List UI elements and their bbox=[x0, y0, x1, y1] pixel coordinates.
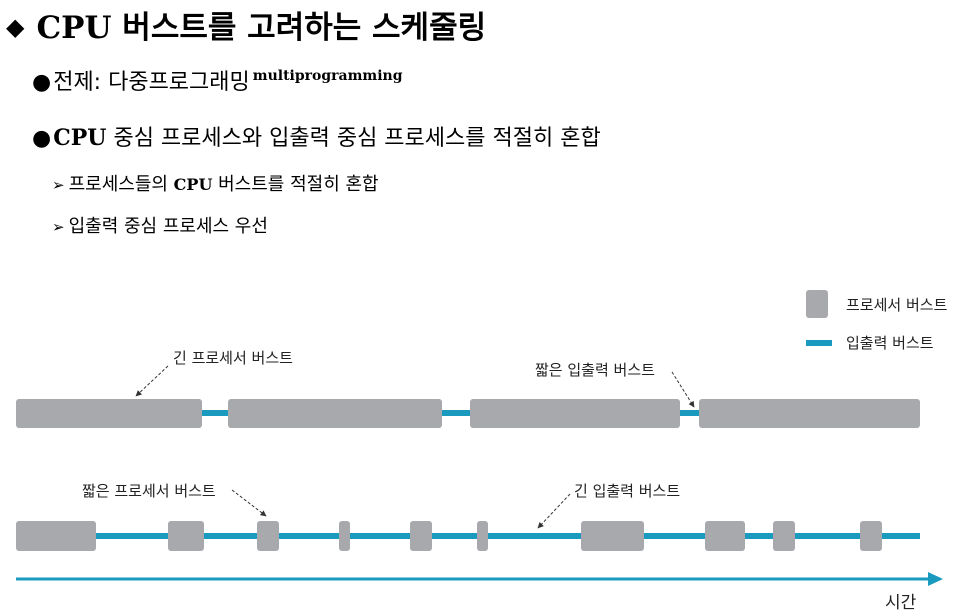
timeline-cpu-bound bbox=[16, 399, 920, 428]
mix-text: 중심 프로세스와 입출력 중심 프로세스를 적절히 혼합 bbox=[113, 126, 601, 151]
legend-process-label: 프로세서 버스트 bbox=[846, 296, 948, 314]
time-arrow-icon bbox=[928, 572, 943, 586]
io-line bbox=[16, 410, 920, 416]
legend-io-swatch bbox=[806, 340, 832, 346]
io-line bbox=[16, 533, 920, 539]
title-cpu: CPU bbox=[36, 10, 112, 46]
annotation-long-process: 긴 프로세서 버스트 bbox=[173, 349, 293, 367]
slide-title: ◆ CPU 버스트를 고려하는 스케줄링 bbox=[6, 2, 486, 47]
process-burst bbox=[168, 521, 204, 551]
process-burst bbox=[477, 521, 488, 551]
circle-bullet-icon: ● bbox=[32, 70, 52, 95]
process-burst bbox=[773, 521, 795, 551]
sub-bullet-io-priority: ➢입출력 중심 프로세스 우선 bbox=[52, 212, 268, 238]
sub1-cpu: CPU bbox=[173, 175, 213, 194]
process-burst bbox=[339, 521, 350, 551]
mix-cpu: CPU bbox=[53, 125, 107, 151]
annotation-arrow bbox=[671, 371, 695, 408]
title-text: 버스트를 고려하는 스케줄링 bbox=[122, 10, 487, 46]
process-burst bbox=[470, 399, 680, 428]
annotation-arrow bbox=[537, 493, 571, 529]
circle-bullet-icon: ● bbox=[32, 126, 52, 151]
timeline-io-bound bbox=[16, 521, 920, 551]
sub2-text: 입출력 중심 프로세스 우선 bbox=[68, 216, 268, 237]
premise-superscript: multiprogramming bbox=[252, 68, 403, 84]
process-burst bbox=[699, 399, 920, 428]
annotation-arrow bbox=[135, 365, 169, 397]
process-burst bbox=[16, 399, 202, 428]
process-burst bbox=[410, 521, 432, 551]
arrow-bullet-icon: ➢ bbox=[52, 176, 65, 194]
process-burst bbox=[705, 521, 745, 551]
premise-text: 전제: 다중프로그래밍 bbox=[53, 70, 250, 95]
annotation-short-io: 짧은 입출력 버스트 bbox=[535, 361, 655, 379]
process-burst bbox=[16, 521, 96, 551]
diamond-bullet-icon: ◆ bbox=[6, 13, 25, 41]
sub1-pre: 프로세스들의 bbox=[68, 174, 168, 195]
arrow-bullet-icon: ➢ bbox=[52, 218, 65, 236]
process-burst bbox=[581, 521, 644, 551]
sub1-post: 버스트를 적절히 혼합 bbox=[218, 174, 379, 195]
annotation-arrow bbox=[231, 489, 267, 517]
legend-io-label: 입출력 버스트 bbox=[846, 334, 934, 352]
annotation-short-process: 짧은 프로세서 버스트 bbox=[82, 482, 216, 500]
process-burst bbox=[228, 399, 442, 428]
process-burst bbox=[257, 521, 279, 551]
legend-process-swatch bbox=[806, 290, 828, 318]
process-burst bbox=[860, 521, 882, 551]
annotation-long-io: 긴 입출력 버스트 bbox=[574, 482, 680, 500]
sub-bullet-mix-bursts: ➢프로세스들의 CPU 버스트를 적절히 혼합 bbox=[52, 170, 379, 196]
time-label: 시간 bbox=[885, 593, 917, 613]
bullet-mix: ●CPU 중심 프로세스와 입출력 중심 프로세스를 적절히 혼합 bbox=[32, 120, 601, 152]
